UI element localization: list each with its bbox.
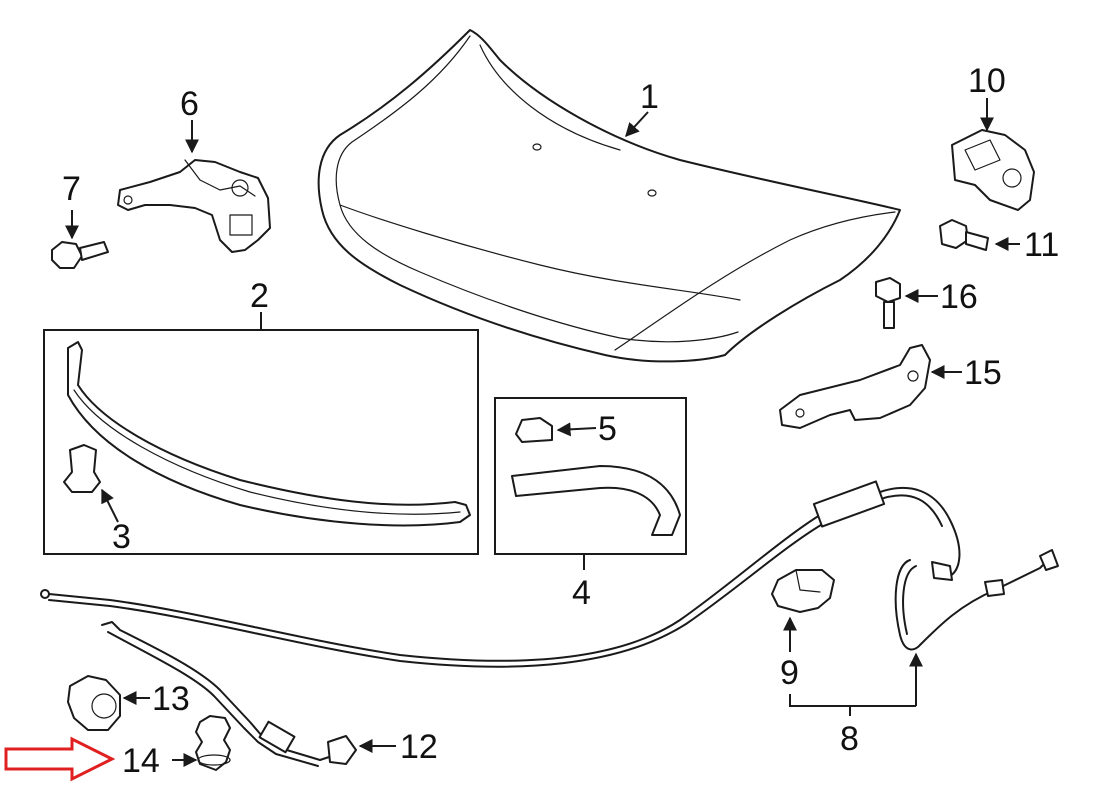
hinge-bracket-15 bbox=[779, 344, 931, 429]
callout-10: 10 bbox=[968, 62, 1006, 100]
grommet-13 bbox=[67, 675, 121, 731]
callout-15: 15 bbox=[964, 354, 1002, 392]
callout-16: 16 bbox=[940, 278, 978, 316]
hood-latch-assembly bbox=[117, 159, 271, 253]
red-outline-arrow-icon bbox=[4, 736, 116, 782]
hood-seal-strip bbox=[67, 341, 471, 527]
callout-4: 4 bbox=[572, 574, 591, 612]
callout-9: 9 bbox=[780, 654, 799, 692]
clip-14 bbox=[195, 715, 231, 771]
bolt-16 bbox=[875, 277, 901, 329]
bolt-7 bbox=[51, 241, 109, 269]
hood-release-cable bbox=[40, 480, 1059, 668]
bracket-8 bbox=[789, 652, 923, 716]
clip-3 bbox=[63, 444, 101, 493]
callout-8: 8 bbox=[840, 720, 859, 758]
callout-2: 2 bbox=[250, 277, 269, 315]
seal-strip-4 bbox=[511, 465, 681, 536]
callout-13: 13 bbox=[152, 680, 190, 718]
part-group-box-4 bbox=[494, 397, 687, 555]
callout-12: 12 bbox=[400, 728, 438, 766]
latch-release-9 bbox=[771, 569, 835, 613]
callout-14: 14 bbox=[122, 742, 160, 780]
clip-5 bbox=[515, 417, 553, 443]
hood-hinge-10 bbox=[951, 129, 1035, 211]
support-rod-12 bbox=[101, 621, 357, 767]
callout-1: 1 bbox=[640, 78, 659, 116]
callout-6: 6 bbox=[180, 85, 199, 123]
callout-11: 11 bbox=[1024, 226, 1059, 264]
callout-7: 7 bbox=[62, 170, 81, 208]
hood-panel bbox=[317, 29, 901, 363]
bolt-11 bbox=[939, 219, 989, 251]
callout-5: 5 bbox=[598, 410, 617, 448]
callout-3: 3 bbox=[112, 518, 131, 556]
